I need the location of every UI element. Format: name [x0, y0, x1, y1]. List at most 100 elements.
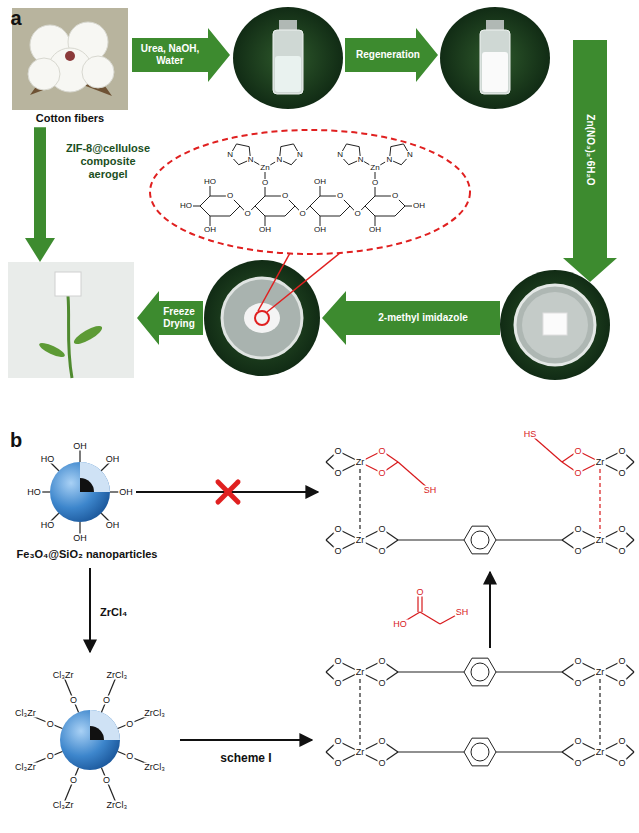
cross-mark: [218, 482, 238, 502]
atom-label: O: [125, 719, 134, 728]
reaction-arrow: [90, 492, 490, 740]
cotton-photo: [28, 58, 60, 90]
vial-photo: [440, 7, 550, 109]
ring-outline: [471, 663, 489, 681]
process-arrow: [322, 291, 500, 345]
atom-label: Cl₃Zr: [52, 800, 75, 809]
bond-line: [599, 469, 600, 533]
atom-label: O: [573, 525, 582, 534]
ring-outline: [464, 526, 496, 554]
atom-label: OH: [368, 226, 382, 234]
atom-label: O: [573, 657, 582, 666]
reagent-label: Urea, NaOH, Water: [134, 43, 206, 67]
atom-label: O: [333, 737, 342, 746]
gel-photo: [204, 260, 320, 376]
atom-label: Zr: [595, 748, 606, 757]
vial-photo: [440, 7, 550, 109]
atom-label: OH: [105, 520, 121, 529]
atom-label: OH: [72, 442, 88, 451]
nanoparticle: [90, 710, 120, 740]
atom-label: N: [357, 156, 365, 164]
vial-photo: [273, 30, 303, 94]
node-heading: ZIF-8@cellulose composite aerogel: [62, 142, 154, 182]
atom-label: HS: [523, 430, 538, 439]
atom-label: N: [406, 151, 414, 159]
atom-label: OH: [258, 226, 272, 234]
bond-line: [546, 448, 562, 462]
bond-line: [398, 671, 464, 672]
atom-label: N: [386, 156, 394, 164]
gel-photo: [244, 303, 280, 333]
nanoparticle: [60, 710, 120, 770]
atom-label: Zr: [595, 458, 606, 467]
atom-label: O: [617, 447, 626, 456]
atom-label: OH: [313, 178, 327, 186]
atom-label: Zn: [369, 164, 380, 172]
atom-label: Cl₃Zr: [14, 709, 37, 718]
atom-label: O: [281, 192, 289, 200]
bond-line: [398, 539, 464, 540]
step-label: ZrCl₄: [100, 607, 127, 618]
process-arrow: [34, 127, 46, 238]
cross-mark: [218, 482, 238, 502]
bond-line: [496, 671, 562, 672]
atom-label: Cl₃Zr: [52, 671, 75, 680]
atom-label: Zr: [595, 536, 606, 545]
nanoparticle: [80, 478, 94, 492]
reagent-label: Freeze Drying: [153, 306, 205, 330]
atom-label: O: [102, 696, 111, 705]
particle-figure: Fe₃O₄@SiO₂ nanoparticles: [4, 448, 170, 561]
nanoparticle: [50, 462, 110, 522]
atom-label: O: [617, 525, 626, 534]
atom-label: O: [261, 179, 269, 187]
atom-label: Zr: [595, 668, 606, 677]
reaction-arrow: [180, 739, 312, 741]
node-caption: Fe₃O₄@SiO₂ nanoparticles: [4, 548, 170, 561]
vial-photo: [480, 30, 510, 94]
cotton-photo: [12, 8, 128, 110]
atom-label: O: [371, 179, 379, 187]
ring-outline: [471, 743, 489, 761]
atom-label: O: [573, 679, 582, 688]
bond-line: [496, 751, 562, 752]
atom-label: O: [617, 547, 626, 556]
vial-photo: [233, 7, 343, 109]
atom-label: O: [391, 192, 399, 200]
atom-label: Zr: [355, 536, 366, 545]
bond-line: [496, 539, 562, 540]
atom-label: O: [377, 469, 386, 478]
atom-label: O: [377, 525, 386, 534]
atom-label: O: [69, 696, 78, 705]
ring-outline: [471, 531, 489, 549]
atom-label: O: [415, 588, 424, 597]
atom-label: O: [333, 547, 342, 556]
petri-photo: [522, 292, 588, 358]
atom-label: O: [333, 657, 342, 666]
atom-label: O: [377, 447, 386, 456]
ring-outline: [464, 738, 496, 766]
atom-label: ZrCl₃: [105, 671, 128, 680]
atom-label: O: [573, 447, 582, 456]
atom-label: O: [377, 679, 386, 688]
aerogel-photo: [55, 272, 81, 296]
cotton-photo: [65, 51, 75, 61]
atom-label: O: [333, 759, 342, 768]
cross-mark: [218, 482, 238, 502]
atom-label: ZrCl₃: [143, 762, 166, 771]
atom-label: O: [333, 447, 342, 456]
atom-label: O: [617, 759, 626, 768]
atom-label: O: [617, 657, 626, 666]
atom-label: O: [102, 775, 111, 784]
ring-outline: [464, 658, 496, 686]
atom-label: O: [377, 759, 386, 768]
atom-label: O: [573, 547, 582, 556]
photo-panel: Cotton fibers: [12, 8, 128, 125]
step-label: scheme I: [220, 752, 271, 764]
atom-label: O: [69, 775, 78, 784]
petri-photo: [500, 270, 610, 380]
process-arrow: [132, 28, 230, 82]
atom-label: HO: [392, 620, 408, 629]
atom-label: OH: [412, 202, 426, 210]
